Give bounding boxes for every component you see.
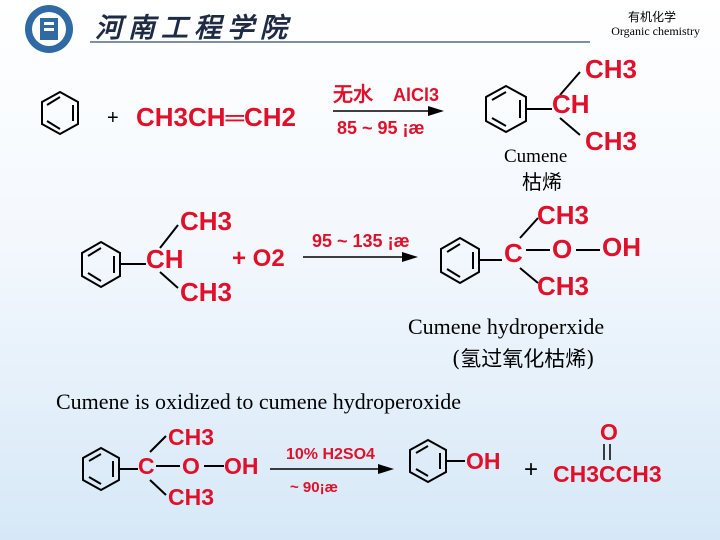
cumene-name: Cumene bbox=[504, 146, 567, 167]
cumene-ch: CH bbox=[552, 89, 590, 119]
acetone-o: O bbox=[600, 419, 618, 445]
cumyl-c: C bbox=[138, 453, 155, 479]
propene-formula: CH3CH═CH2 bbox=[136, 102, 296, 132]
carbonyl-double-bond bbox=[603, 444, 611, 460]
reactant-ch3-bottom: CH3 bbox=[180, 277, 232, 307]
course-name-en: Organic chemistry bbox=[611, 24, 700, 38]
hydroperoxide-c: C bbox=[504, 238, 523, 268]
benzene-ring-5 bbox=[82, 435, 224, 496]
reactant-ch3-top: CH3 bbox=[180, 206, 232, 236]
benzene-ring-3 bbox=[81, 224, 179, 289]
reaction-arrow-2 bbox=[303, 252, 418, 262]
cumyl-oh: OH bbox=[224, 453, 259, 479]
alcl3-label: AlCl3 bbox=[393, 85, 439, 105]
cumene-ch3-bottom: CH3 bbox=[585, 126, 637, 156]
caption: Cumene is oxidized to cumene hydroperoxi… bbox=[56, 389, 461, 414]
reaction-arrow-1 bbox=[333, 106, 444, 116]
reaction-arrow-3 bbox=[270, 464, 394, 474]
plus-sign-1: + bbox=[107, 107, 119, 129]
temperature-2: 95 ~ 135 ¡æ bbox=[312, 231, 410, 251]
hydroperoxide-ch3-top: CH3 bbox=[537, 200, 589, 230]
reactant-ch: CH bbox=[146, 244, 184, 274]
course-name-cn: 有机化学 bbox=[627, 10, 676, 24]
cumene-name-cn: 枯烯 bbox=[522, 170, 562, 194]
hydroperoxide-name-cn: (氢过氧化枯烯) bbox=[452, 347, 594, 371]
hydroperoxide-ch3-bottom: CH3 bbox=[537, 271, 589, 301]
cumyl-o: O bbox=[182, 453, 200, 479]
benzene-ring-1 bbox=[41, 90, 79, 136]
hydroperoxide-oh: OH bbox=[602, 232, 641, 262]
acetone-formula: CH3CCH3 bbox=[553, 461, 662, 487]
benzene-ring-2 bbox=[485, 71, 581, 136]
oxygen-reactant: + O2 bbox=[232, 245, 285, 272]
cumyl-ch3-top: CH3 bbox=[168, 424, 214, 450]
hydroperoxide-o: O bbox=[552, 234, 572, 264]
cumyl-ch3-bottom: CH3 bbox=[168, 484, 214, 510]
cumene-ch3-top: CH3 bbox=[585, 54, 637, 84]
acid-catalyst: 10% H2SO4 bbox=[286, 446, 375, 463]
temperature-3: ~ 90¡æ bbox=[290, 479, 338, 496]
phenol-oh: OH bbox=[466, 448, 501, 474]
school-name: 河南工程学院 bbox=[95, 13, 293, 44]
header-divider bbox=[90, 41, 590, 43]
temperature-1: 85 ~ 95 ¡æ bbox=[337, 118, 425, 138]
anhydrous-label: 无水 bbox=[333, 83, 374, 106]
school-logo bbox=[25, 5, 73, 53]
hydroperoxide-name: Cumene hydroperxide bbox=[408, 314, 604, 339]
benzene-ring-4 bbox=[440, 217, 600, 285]
benzene-ring-6 bbox=[409, 438, 465, 484]
plus-sign-3: + bbox=[524, 456, 538, 483]
